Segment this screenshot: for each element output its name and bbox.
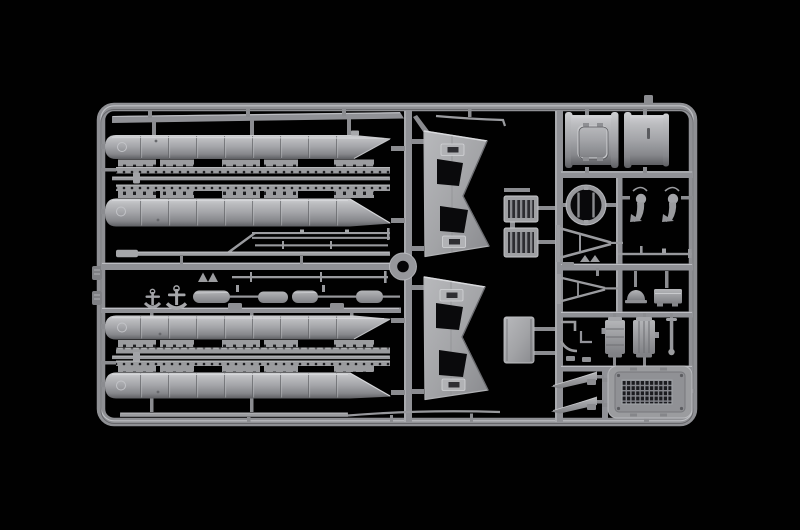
ring-junction <box>389 252 417 281</box>
frame-stub <box>644 95 653 104</box>
thin-curved-rod-top <box>435 108 507 127</box>
anchor-small <box>143 288 162 309</box>
pontoon-hull-upper-a <box>105 130 391 159</box>
dart-fin-2 <box>551 396 597 414</box>
a-frame-2 <box>557 274 618 304</box>
railing-row-1 <box>116 159 390 174</box>
stowage-box <box>654 289 682 307</box>
pipe-elbows <box>559 320 592 362</box>
bowtie-panel-2 <box>423 276 489 401</box>
boom-rod-thin-1 <box>112 172 390 184</box>
dome-vent <box>625 290 647 304</box>
dart-fin-1 <box>551 371 597 389</box>
frame-tab-2 <box>92 291 102 305</box>
fittings-row-1 <box>562 246 692 267</box>
pontoon-hull-lower-a <box>105 198 391 227</box>
boom-rod-thin-2 <box>112 352 390 363</box>
a-frame-1 <box>556 225 623 262</box>
railing-row-4 <box>116 360 390 372</box>
pontoon-hull-upper-b <box>105 315 391 340</box>
flat-panel <box>503 316 535 364</box>
port-ring <box>565 184 607 226</box>
float-row <box>193 285 400 310</box>
drum-half-1 <box>565 112 619 168</box>
drum-half-2 <box>624 112 669 168</box>
davit-hook-2 <box>662 186 680 222</box>
davit-hook-1 <box>630 186 648 222</box>
rod-part-vertical <box>666 318 677 356</box>
railing-row-2 <box>116 184 390 198</box>
grating-hatch <box>607 365 693 419</box>
railing-row-3 <box>116 340 390 354</box>
engine-block-1 <box>601 317 625 358</box>
boom-rod-lower <box>198 271 388 283</box>
boom-rod-assembly <box>226 228 390 255</box>
engine-block-2 <box>633 317 659 358</box>
long-spar <box>116 249 390 258</box>
radiator-grille-1 <box>503 195 539 223</box>
pontoon-hull-lower-b <box>105 372 391 399</box>
anchor-large <box>165 285 188 310</box>
frame-tab-1 <box>92 266 102 280</box>
long-pole <box>120 410 501 417</box>
bowtie-panel-1 <box>423 130 490 258</box>
sprue-gates <box>101 108 695 422</box>
radiator-grille-2 <box>503 227 539 258</box>
